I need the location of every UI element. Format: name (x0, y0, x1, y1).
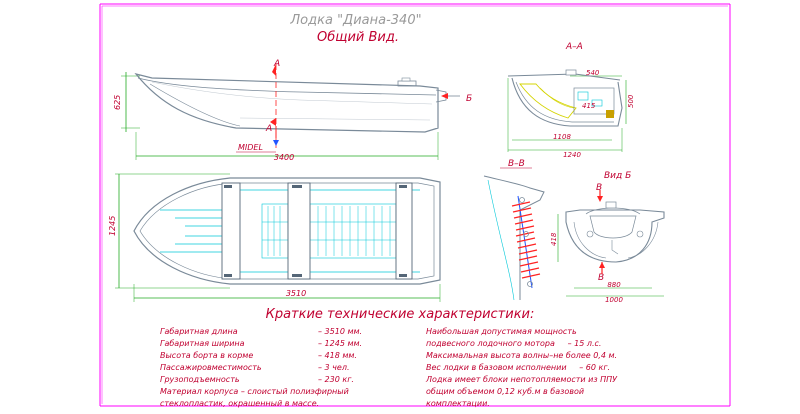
spec-value: – 1245 мм. (318, 339, 362, 348)
section-mark-a-top: А (273, 59, 280, 69)
stern-seat (395, 182, 413, 280)
drawing-subtitle: Общий Вид. (317, 30, 399, 45)
vb-dim-418: 418 (550, 232, 558, 246)
view-b-mark-v-bottom: В (598, 273, 604, 283)
midel-label: MIDEL (238, 143, 263, 152)
spec-right-line: Лодка имеет блоки непотопляемости из ППУ (425, 375, 618, 384)
spec-right-line: комплектации. (426, 399, 490, 408)
spec-right-line: общим объемом 0,12 куб.м в базовой (426, 387, 584, 396)
spec-right-line: подвесного лодочного мотора – 15 л.с. (426, 339, 601, 348)
aa-dim-1240: 1240 (563, 151, 581, 159)
spec-label: Пассажировместимость (160, 363, 262, 372)
bow-seat (221, 182, 241, 280)
spec-label: Грузоподъемность (160, 375, 240, 384)
aa-dim-1108: 1108 (553, 133, 571, 141)
aa-dim-500: 500 (627, 94, 635, 108)
aa-dim-415: 415 (582, 102, 596, 110)
specs-left: Габаритная длина – 3510 мм. Габаритная ш… (160, 327, 362, 408)
specs-heading: Краткие технические характеристики: (266, 307, 535, 322)
side-view: 625 А А MIDEL Б 3400 (113, 59, 472, 162)
spec-material-line: стеклопластик, окрашенный в массе. (160, 399, 319, 408)
specs-right: Наибольшая допустимая мощность подвесног… (425, 327, 618, 408)
section-aa-view: А–А 540 500 415 1108 1240 (507, 42, 635, 159)
section-bb-label: В–В (508, 159, 525, 169)
specs-block: Краткие технические характеристики: Габа… (160, 307, 618, 408)
side-hull-outline (134, 72, 439, 133)
section-aa-hull (511, 77, 623, 127)
sheet-frame (99, 3, 731, 407)
view-b-mark-v-top: В (596, 183, 602, 193)
vb-dim-880: 880 (607, 281, 621, 289)
section-mark-a-bottom: А (265, 124, 272, 134)
spec-value: – 230 кг. (318, 375, 354, 384)
section-bb-view: В–В (483, 159, 545, 301)
view-b-outline (565, 209, 665, 263)
plan-width-dim: 1245 (108, 216, 117, 236)
spec-value: – 418 мм. (318, 351, 357, 360)
spec-label: Габаритная длина (160, 327, 238, 336)
spec-label: Габаритная ширина (160, 339, 245, 348)
view-mark-b-side: Б (466, 94, 472, 104)
side-length-dim: 3400 (274, 153, 294, 162)
plan-length-dim: 3510 (286, 289, 306, 298)
view-b-label: Вид Б (604, 171, 631, 181)
spec-value: – 3 чел. (318, 363, 349, 372)
spec-material-line: Материал корпуса – слоистый полиэфирный (160, 387, 349, 396)
view-b: Вид Б В 418 В 880 1000 (550, 171, 665, 304)
section-aa-label: А–А (565, 42, 583, 52)
spec-right-line: Наибольшая допустимая мощность (426, 327, 577, 336)
vb-dim-1000: 1000 (605, 296, 623, 304)
plan-hull-outline (133, 177, 441, 285)
aa-dim-540: 540 (586, 69, 600, 77)
spec-right-line: Максимальная высота волны–не более 0,4 м… (426, 351, 617, 360)
spec-value: – 3510 мм. (318, 327, 362, 336)
middle-seat (287, 182, 311, 280)
spec-label: Высота борта в корме (160, 351, 253, 360)
plan-view: 1245 (108, 173, 441, 302)
drawing-title: Лодка "Диана-340" (289, 13, 421, 28)
spec-right-line: Вес лодки в базовом исполнении – 60 кг. (426, 363, 610, 372)
side-height-dim: 625 (113, 95, 122, 110)
transom-spring (511, 201, 541, 279)
